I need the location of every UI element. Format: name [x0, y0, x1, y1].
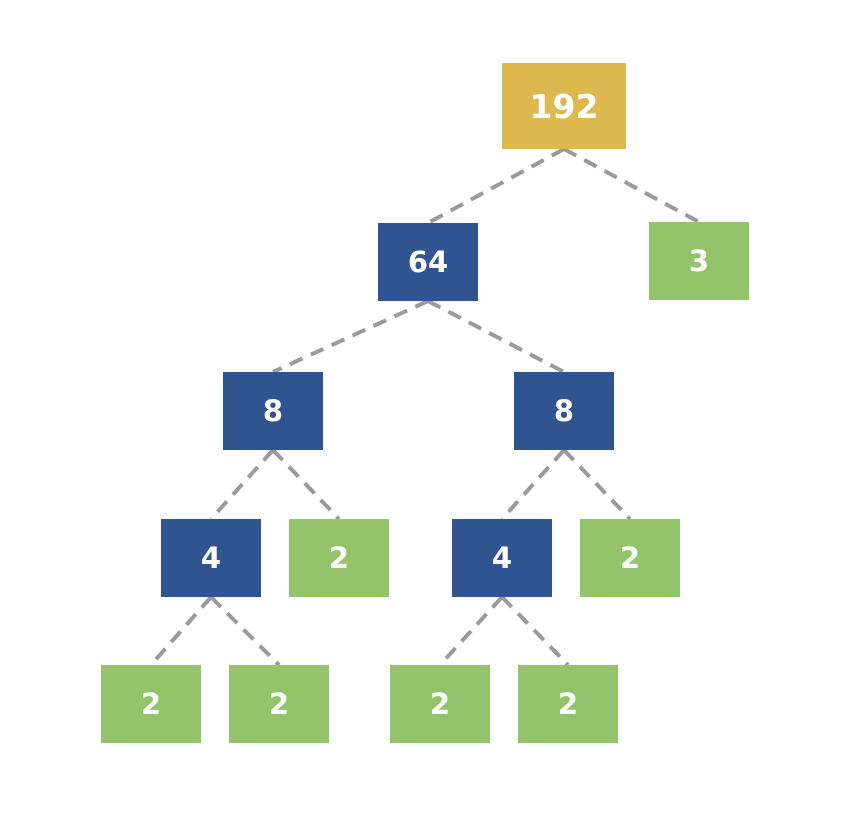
node-label: 2 [328, 540, 350, 575]
edge-n4a-n2c [149, 595, 213, 667]
prime-node-2: 2 [580, 519, 680, 597]
root-node-192: 192 [502, 63, 626, 149]
node-label: 4 [491, 540, 513, 575]
edge-n8a-n4a [209, 448, 275, 521]
node-label: 2 [429, 686, 451, 721]
node-label: 2 [619, 540, 641, 575]
prime-node-2: 2 [518, 665, 618, 743]
prime-node-2: 2 [289, 519, 389, 597]
edge-n64-n8a [272, 299, 429, 374]
node-label: 64 [407, 244, 449, 279]
composite-node-8-right: 8 [514, 372, 614, 450]
composite-node-8-left: 8 [223, 372, 323, 450]
prime-node-2: 2 [101, 665, 201, 743]
edge-n8a-n2a [271, 448, 341, 521]
prime-node-2: 2 [229, 665, 329, 743]
node-label: 2 [557, 686, 579, 721]
composite-node-4-right: 4 [452, 519, 552, 597]
node-label: 8 [262, 393, 284, 428]
node-label: 2 [140, 686, 162, 721]
node-label: 8 [553, 393, 575, 428]
edge-n4b-n2e [438, 595, 504, 667]
edge-n4b-n2f [500, 595, 570, 667]
composite-node-4-left: 4 [161, 519, 261, 597]
prime-node-2: 2 [390, 665, 490, 743]
edge-n64-n8b [427, 299, 565, 374]
edge-n192-n3 [563, 147, 700, 224]
composite-node-64: 64 [378, 223, 478, 301]
prime-node-3: 3 [649, 222, 749, 300]
edge-n8b-n2b [562, 448, 632, 521]
node-label: 4 [200, 540, 222, 575]
edge-n8b-n4b [500, 448, 566, 521]
node-label: 3 [688, 243, 710, 278]
edge-n192-n64 [427, 147, 565, 225]
node-label: 2 [268, 686, 290, 721]
node-label: 192 [529, 86, 599, 126]
edge-n4a-n2d [209, 595, 281, 667]
